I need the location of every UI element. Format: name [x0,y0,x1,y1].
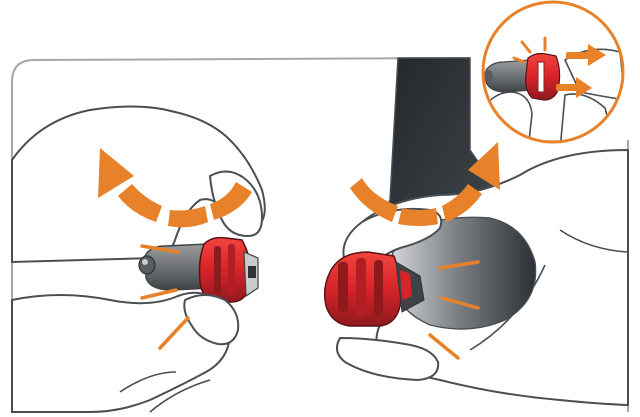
left-hand-twist [12,106,265,412]
zoom-inset-pull [482,2,625,150]
